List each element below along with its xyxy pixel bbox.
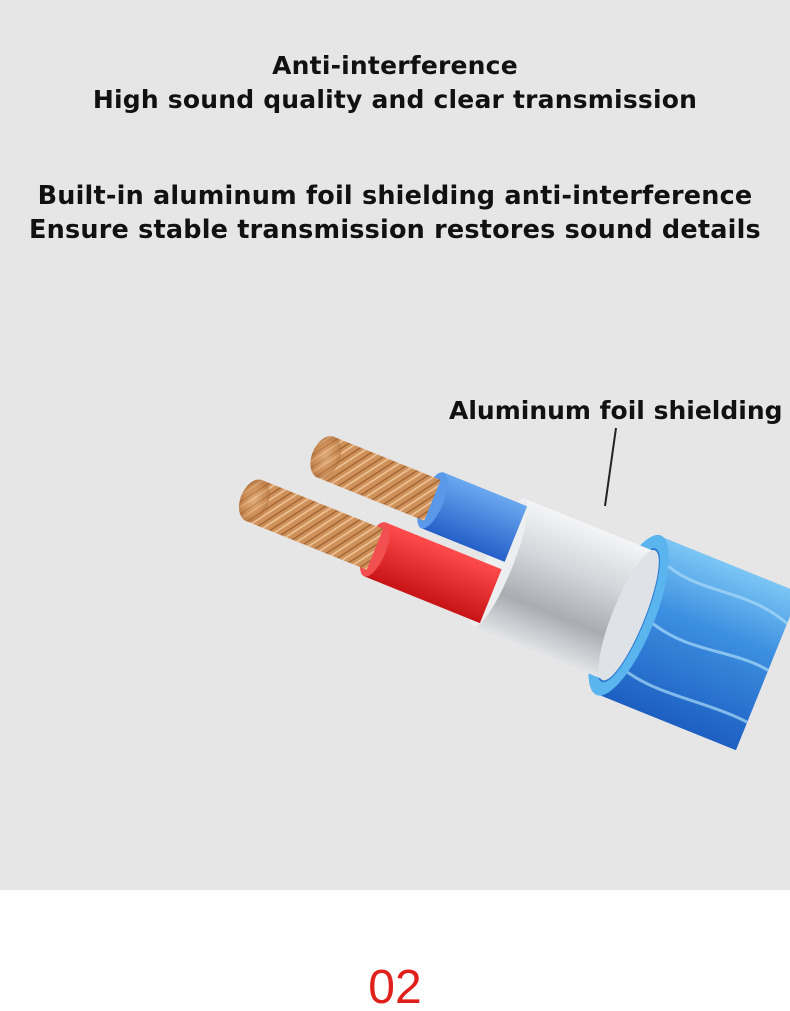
headline-title: Anti-interference xyxy=(272,51,518,80)
callout-label: Aluminum foil shielding xyxy=(449,396,783,425)
feature-description-line-2: Ensure stable transmission restores soun… xyxy=(29,215,761,245)
feature-description-line-1: Built-in aluminum foil shielding anti-in… xyxy=(37,181,753,211)
page-number: 02 xyxy=(368,961,422,1011)
callout-pointer-line xyxy=(604,427,617,507)
cable-cross-section-illustration xyxy=(238,427,790,792)
red-conductor xyxy=(238,479,502,624)
product-feature-panel: Anti-interference High sound quality and… xyxy=(0,0,790,890)
blue-conductor xyxy=(310,436,528,562)
headline-subtitle: High sound quality and clear transmissio… xyxy=(92,85,698,114)
